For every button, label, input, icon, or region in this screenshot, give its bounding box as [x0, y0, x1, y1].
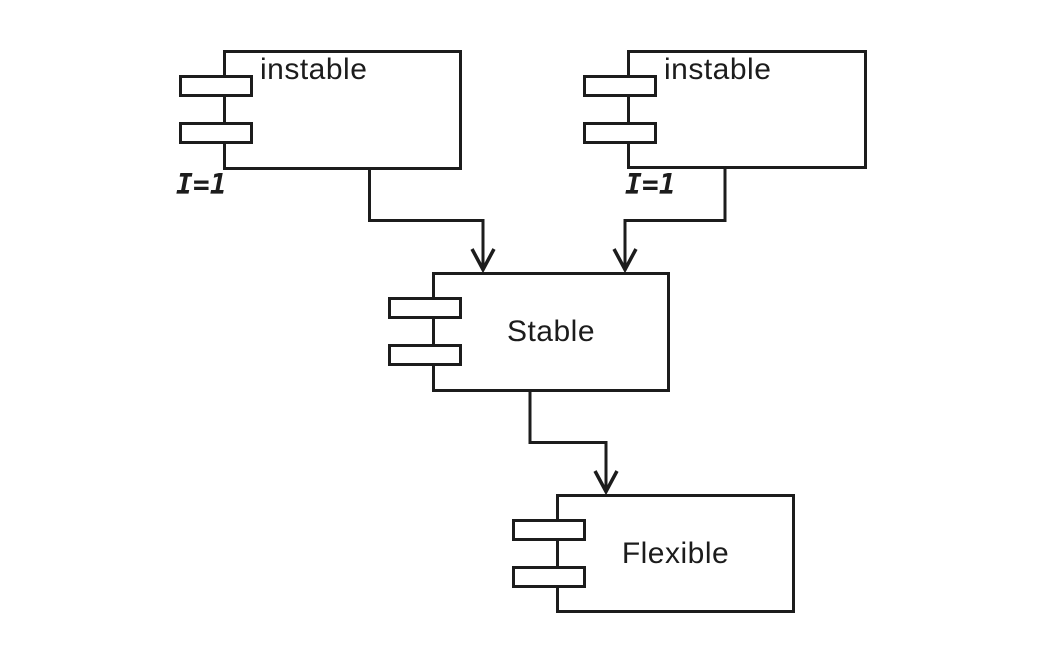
node-label: Stable: [506, 315, 596, 348]
component-port-icon: [179, 122, 253, 144]
component-port-icon: [179, 75, 253, 97]
component-port-icon: [388, 344, 462, 366]
node-label: instable: [260, 53, 368, 86]
component-port-icon: [512, 566, 586, 588]
node-label: Flexible: [621, 536, 730, 570]
edge-line: [528, 390, 608, 490]
edge-stable-to-flexible: [528, 390, 619, 496]
component-port-icon: [388, 297, 462, 319]
component-port-icon: [512, 519, 586, 541]
node-instable-left: instable: [179, 50, 462, 170]
arrowhead-down-icon: [470, 248, 496, 274]
multiplicity-label: I=1: [176, 168, 227, 201]
node-flexible: Flexible: [512, 494, 795, 613]
node-label: instable: [664, 53, 772, 86]
arrowhead-down-icon: [593, 470, 619, 496]
node-stable: Stable: [388, 272, 670, 392]
node-instable-right: instable: [583, 50, 867, 169]
multiplicity-label: I=1: [625, 168, 676, 201]
arrowhead-down-icon: [612, 248, 638, 274]
component-port-icon: [583, 75, 657, 97]
edge-instable-left-to-stable: [368, 167, 496, 274]
edge-line: [368, 167, 485, 268]
component-port-icon: [583, 122, 657, 144]
